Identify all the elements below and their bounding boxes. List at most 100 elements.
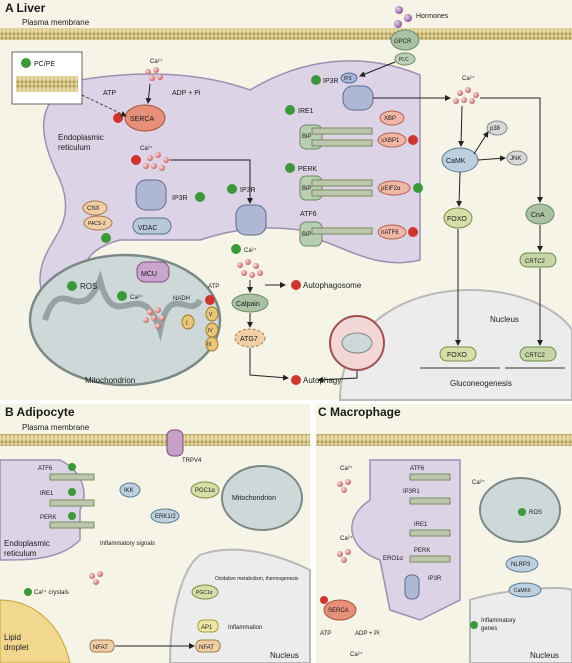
cnx-label: CNX (87, 206, 100, 212)
engulfed-mito (341, 332, 373, 354)
p38 (486, 120, 508, 136)
atf6-a (299, 221, 373, 247)
cna (525, 203, 555, 225)
complex-iii: III (207, 342, 211, 348)
atf6-label-a: ATF6 (300, 211, 317, 218)
plc-label: PLC (399, 57, 409, 63)
ca-label-er: Ca²⁺ (140, 145, 153, 152)
ire1-label-a: IRE1 (298, 108, 314, 115)
bip-a2: BiP (302, 186, 311, 192)
ip3 (340, 72, 358, 84)
ip3r-label-c: IP3R (428, 576, 442, 582)
inflam-label-c1: Inflammatory (481, 618, 516, 624)
sxbp1 (377, 132, 407, 148)
ca-label-cyto: Ca²⁺ (244, 247, 257, 254)
ip3r-left-label: IP3R (172, 195, 188, 202)
ca-cluster-mito (143, 307, 165, 329)
ca-cluster-b (89, 571, 103, 585)
crtc2-n-label: CRTC2 (525, 353, 546, 359)
pacs2-label: PACS-2 (88, 221, 106, 227)
vdac-label: VDAC (138, 225, 157, 232)
inflammation-label: Inflammation (228, 625, 262, 631)
ca-label-mito: Ca²⁺ (130, 294, 143, 301)
down-arrow-icon (131, 155, 141, 165)
gpcr-label: GPCR (394, 39, 412, 45)
adp-label-c: ADP + Pi (355, 631, 379, 637)
inflam-label-b: Inflammatory signals (100, 541, 155, 547)
ros-label-a: ROS (80, 282, 97, 291)
nucleus-adipocyte (168, 548, 311, 663)
trpv4-label: TRPV4 (182, 458, 202, 464)
nfat-label: NFAT (93, 645, 108, 651)
gpcr (390, 29, 420, 51)
ip3r1-label: IP3R1 (403, 489, 420, 495)
foxo-n-label: FOXO (447, 352, 467, 359)
perk-label-c: PERK (414, 548, 430, 554)
pcpe-label: PC/PE (34, 61, 55, 68)
cna-label: CnA (531, 212, 545, 219)
up-arrow-icon (67, 281, 77, 291)
foxo (443, 207, 473, 229)
ip3r-mid-label: IP3R (240, 187, 256, 194)
ca-label-c2: Ca²⁺ (340, 465, 353, 472)
hormones (394, 6, 412, 28)
perk-label-a: PERK (298, 166, 317, 173)
camkii-label: CaMKII (514, 588, 531, 594)
up-arrow-icon (68, 512, 76, 520)
mcu (136, 261, 170, 283)
calpain (231, 293, 269, 313)
atp-label-a: ATP (103, 90, 116, 97)
peif2a-label: pEIF2α (381, 186, 401, 192)
atg7-label: ATG7 (240, 336, 258, 343)
down-arrow-icon (291, 280, 301, 290)
ca-label-serca: Ca²⁺ (150, 58, 163, 65)
panel-b-title: B Adipocyte (5, 405, 75, 419)
ca-cluster-serca (145, 67, 163, 81)
up-arrow-icon (470, 621, 478, 629)
bip-a1: BiP (302, 134, 311, 140)
atp-label-mito: ATP (208, 284, 219, 290)
atp-label-c: ATP (320, 631, 331, 637)
complex-iv: IV (208, 328, 213, 334)
upr-sensors-c (409, 473, 451, 563)
down-arrow-icon (408, 135, 418, 145)
serca-label: SERCA (130, 116, 154, 123)
panel-a-title: A Liver (5, 1, 46, 15)
jnk-label: JNK (510, 156, 521, 162)
up-arrow-icon (285, 163, 295, 173)
plasma-membrane-c (316, 434, 572, 446)
autophagy-label: Autophagy (303, 376, 341, 385)
up-arrow-icon (117, 291, 127, 301)
ikk-label: IKK (124, 488, 134, 494)
ire1-a (299, 124, 373, 150)
up-arrow-icon (231, 244, 241, 254)
gluconeo-label: Gluconeogenesis (450, 379, 512, 388)
perk-label-b: PERK (40, 515, 56, 521)
down-arrow-icon (291, 375, 301, 385)
jnk (506, 150, 528, 166)
erk (150, 508, 180, 524)
natf6 (377, 224, 407, 240)
pgc1a (190, 481, 220, 499)
membrane-label-a: Plasma membrane (22, 18, 90, 27)
ca-cluster-c (337, 479, 351, 563)
calpain-label: Calpain (236, 301, 260, 308)
erk-label: ERK1/2 (155, 514, 176, 520)
ros-label-c: ROS (529, 510, 542, 516)
pgc1a-label: PGC1α (195, 488, 215, 494)
trpv4 (166, 429, 184, 457)
natf6-label: nATF6 (381, 230, 399, 236)
p38-label: p38 (490, 126, 501, 132)
up-arrow-icon (285, 105, 295, 115)
nucleus-label-b: Nucleus (270, 651, 299, 660)
ap1 (197, 619, 219, 633)
down-arrow-icon (113, 113, 123, 123)
lipid-label-2: droplet (4, 643, 29, 652)
xbp-label: XBP (384, 116, 396, 122)
up-arrow-icon (413, 183, 423, 193)
up-arrow-icon (21, 58, 31, 68)
mito-label-b: Mitochondrion (232, 495, 276, 502)
nucleus-macrophage (469, 587, 572, 663)
